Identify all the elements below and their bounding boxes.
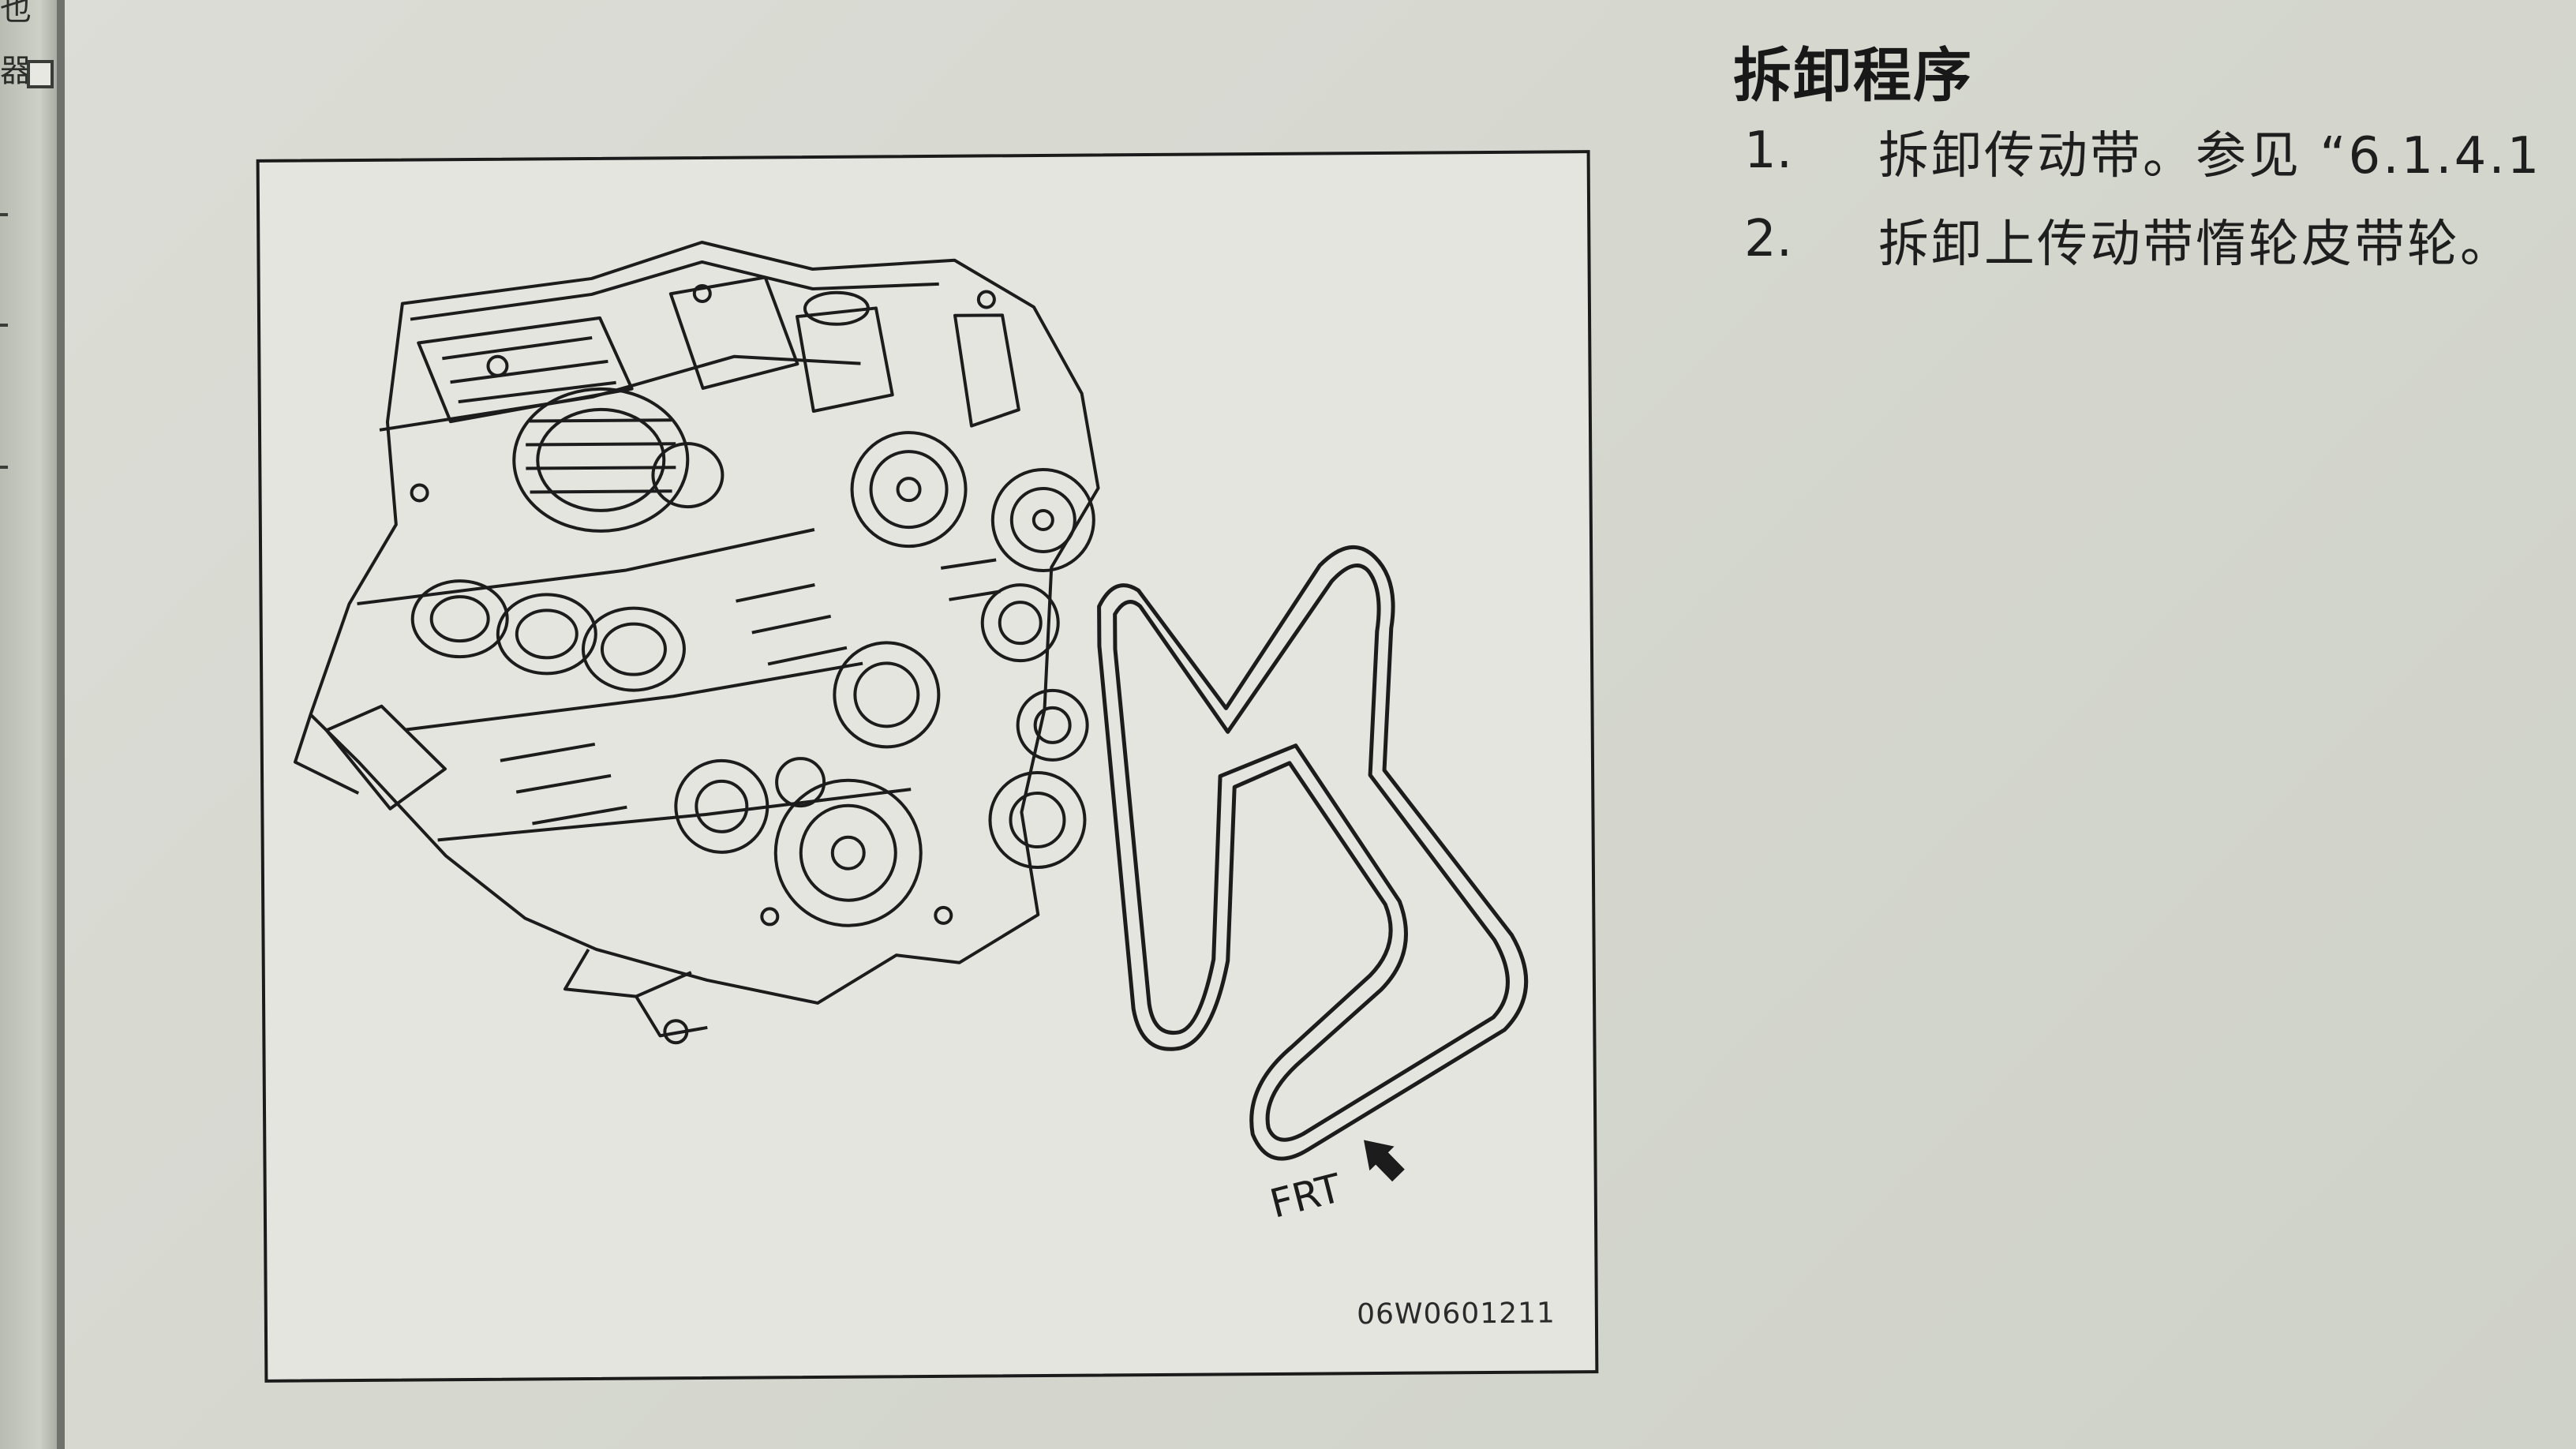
engine-belt-figure: FRT 06W0601211 <box>256 150 1599 1383</box>
sidebar-tick <box>0 466 8 469</box>
sidebar-text-fragment: 也 <box>0 0 32 28</box>
sidebar-text-fragment: 器 <box>0 53 32 89</box>
sidebar-tick <box>0 324 8 327</box>
frt-label: FRT <box>1265 1165 1346 1227</box>
procedure-heading: 拆卸程序 <box>1733 42 1973 110</box>
left-sidebar: 也 器 <box>0 0 65 1449</box>
figure-id: 06W0601211 <box>1356 1297 1556 1331</box>
step-text: 拆卸传动带。参见 “6.1.4.1 <box>1878 127 2542 185</box>
engine-block-drawing <box>293 240 1100 1045</box>
sidebar-tick <box>0 213 8 216</box>
step-number: 1. <box>1744 122 1793 180</box>
drive-belt-drawing <box>1097 545 1529 1161</box>
checkbox-icon[interactable] <box>27 60 54 88</box>
step-text: 拆卸上传动带惰轮皮带轮。 <box>1878 215 2513 274</box>
arrow-icon <box>1364 1140 1405 1182</box>
step-number: 2. <box>1744 210 1793 268</box>
engine-illustration: FRT <box>293 240 1529 1227</box>
